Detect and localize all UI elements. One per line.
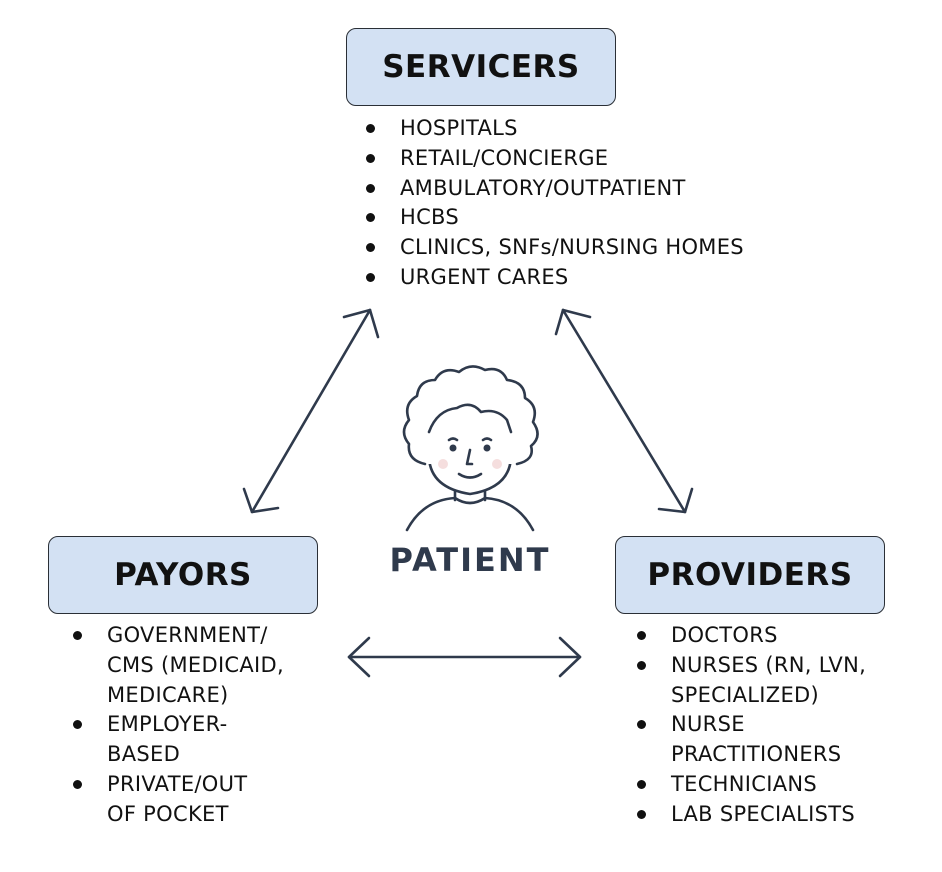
list-item: HOSPITALS <box>363 114 833 144</box>
arrow-servicers-providers <box>554 308 694 514</box>
servicers-box: SERVICERS <box>346 28 616 106</box>
servicers-list: HOSPITALS RETAIL/CONCIERGE AMBULATORY/OU… <box>363 114 833 293</box>
arrow-servicers-payors <box>242 308 380 514</box>
list-item: PRIVATE/OUT OF POCKET <box>70 770 330 830</box>
providers-box: PROVIDERS <box>615 536 885 614</box>
list-item: EMPLOYER- BASED <box>70 710 330 770</box>
payors-list: GOVERNMENT/ CMS (MEDICAID, MEDICARE) EMP… <box>70 621 330 830</box>
list-item: URGENT CARES <box>363 263 833 293</box>
servicers-title: SERVICERS <box>382 49 580 85</box>
payors-box: PAYORS <box>48 536 318 614</box>
list-item: NURSES (RN, LVN, SPECIALIZED) <box>634 651 934 711</box>
list-item: TECHNICIANS <box>634 770 934 800</box>
arrow-payors-providers <box>347 636 582 678</box>
list-item: HCBS <box>363 203 833 233</box>
patient-label: PATIENT <box>389 541 551 579</box>
list-item: RETAIL/CONCIERGE <box>363 144 833 174</box>
list-item: LAB SPECIALISTS <box>634 800 934 830</box>
payors-title: PAYORS <box>114 557 252 593</box>
providers-title: PROVIDERS <box>647 557 853 593</box>
providers-list: DOCTORS NURSES (RN, LVN, SPECIALIZED) NU… <box>634 621 934 830</box>
list-item: GOVERNMENT/ CMS (MEDICAID, MEDICARE) <box>70 621 330 710</box>
patient-icon <box>402 365 539 532</box>
list-item: AMBULATORY/OUTPATIENT <box>363 174 833 204</box>
list-item: CLINICS, SNFs/NURSING HOMES <box>363 233 833 263</box>
list-item: NURSE PRACTITIONERS <box>634 710 934 770</box>
list-item: DOCTORS <box>634 621 934 651</box>
